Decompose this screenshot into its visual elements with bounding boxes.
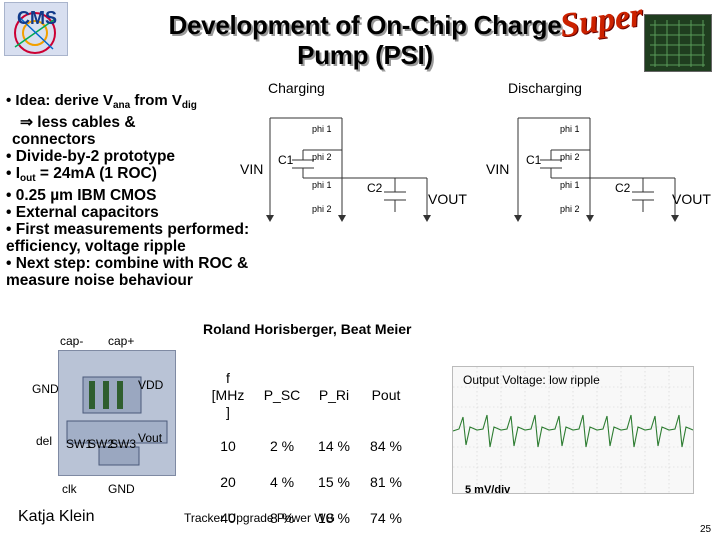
table-header-psc: P_SC [263,387,301,403]
table-cell: 14 % [318,438,350,454]
chip-label-cap-minus: cap- [60,334,84,348]
c2-label-2: C2 [615,181,631,195]
phi2-label-b: phi 2 [312,204,332,214]
charging-schematic: phi 1 phi 2 phi 1 phi 2 C1 C2 VIN VOUT [240,117,467,222]
discharging-label: Discharging [508,80,582,96]
super-brand: Super [557,0,646,45]
footer-group: Tracker Upgrade Power WG [184,511,335,525]
table-cell: 10 [220,438,236,454]
chip-label-vdd: VDD [138,378,164,392]
table-row: 10 2 % 14 % 84 % [200,428,412,464]
slide-number: 25 [700,524,712,535]
table-header-f: f[MHz] [211,369,245,420]
scope-trace [452,414,694,448]
page-title: Development of On-Chip Charge Pump (PSI) [110,10,620,70]
title-line-2: Pump (PSI) [297,40,433,70]
bullet-divide: • Divide-by-2 prototype [6,148,176,165]
c1-label: C1 [278,153,294,167]
title-line-1: Development of On-Chip Charge [168,10,562,40]
bullet-connectors: connectors [12,131,96,148]
table-cell: 2 % [269,438,295,454]
table-header-pri: P_Ri [318,387,350,403]
discharging-schematic: phi 1 phi 2 phi 1 phi 2 C1 C2 VIN VOUT [486,117,711,222]
chip-layout [58,350,176,476]
chip-label-cap-plus: cap+ [108,334,135,348]
c1-label-2: C1 [526,153,542,167]
table-cell: 74 % [370,510,402,526]
bullet-next-step: • Next step: combine with ROC & measure … [6,255,249,289]
bullet-less-cables: ⇒ less cables & [20,114,136,131]
phi1-label-c: phi 1 [560,124,580,134]
vin-label-2: VIN [486,161,509,177]
phi1-label-b: phi 1 [312,180,332,190]
bullet-iout: • Iout = 24mA (1 ROC) [6,165,157,184]
scope-screen [452,366,694,494]
table-cell: 40 [220,510,236,526]
chip-label-sw3: SW3 [110,437,137,451]
table-cell: 8 % [269,510,295,526]
chip-label-clk: clk [62,482,77,496]
presenter-name: Katja Klein [18,508,95,525]
bullet-cmos: • 0.25 µm IBM CMOS [6,187,157,204]
table-cell: 84 % [370,438,402,454]
phi2-label-c: phi 2 [560,152,580,162]
chip-label-vout: Vout [138,431,163,445]
chip-label-sw1: SW1 [66,437,93,451]
brand-image [644,14,712,72]
vout-label-2: VOUT [672,191,711,207]
bullet-list: • Idea: derive Vana from Vdig ⇒ less cab… [6,92,256,289]
c2-label: C2 [367,181,383,195]
chip-label-gnd-top: GND [32,382,59,396]
table-header-pout: Pout [371,387,401,403]
table-cell: 15 % [318,474,350,490]
phi2-label-d: phi 2 [560,204,580,214]
table-row: 40 8 % 18 % 74 % [200,500,412,536]
scope-title: Output Voltage: low ripple [463,373,600,387]
table-header-row: f[MHz] P_SC P_Ri Pout [200,362,412,428]
table-cell: 4 % [269,474,295,490]
phi1-label-a: phi 1 [312,124,332,134]
table-row: 20 4 % 15 % 81 % [200,464,412,500]
phi2-label-a: phi 2 [312,152,332,162]
table-cell: 81 % [370,474,402,490]
table-cell: 20 [220,474,236,490]
bullet-idea: • Idea: derive Vana from Vdig [6,92,197,111]
chip-label-sw2: SW2 [88,437,115,451]
vout-label: VOUT [428,191,467,207]
cms-logo: CMS [4,2,68,56]
bullet-caps: • External capacitors [6,204,159,221]
chip-label-gnd-bottom: GND [108,482,135,496]
bullet-measurements: • First measurements performed: efficien… [6,221,250,255]
cms-logo-text: CMS [17,8,57,28]
charging-label: Charging [268,80,325,96]
table-cell: 18 % [318,510,350,526]
chip-label-del: del [36,434,53,448]
cms-logo-graphic [14,12,56,54]
vin-label: VIN [240,161,263,177]
phi1-label-d: phi 1 [560,180,580,190]
authors-credit: Roland Horisberger, Beat Meier [203,321,412,337]
efficiency-table: f[MHz] P_SC P_Ri Pout 10 2 % 14 % 84 % 2… [200,362,412,536]
scope-scale: 5 mV/div [465,484,511,496]
